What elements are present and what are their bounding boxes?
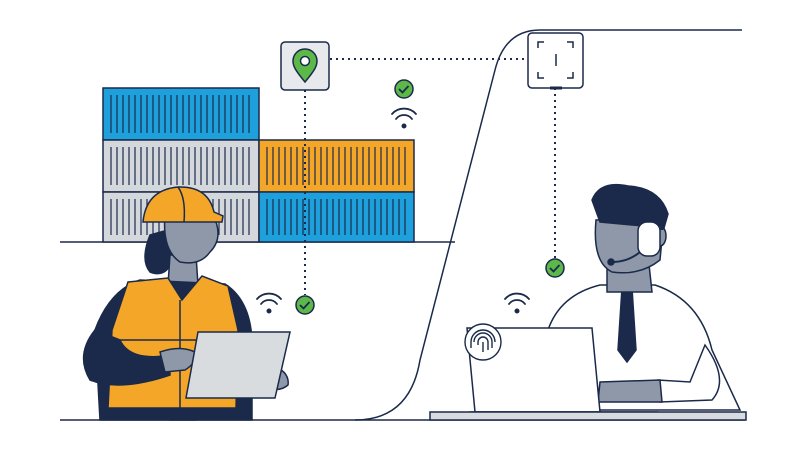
wifi-icon [256,292,282,314]
hard-hat [142,186,224,223]
headset [639,196,664,231]
check-circle-icon [545,258,565,278]
check-circle-icon [295,295,315,315]
check-circle-icon [394,79,414,99]
connection-lines [304,58,556,295]
face-scan-icon [537,41,574,79]
wifi-icon [391,107,417,129]
desk [429,411,747,421]
wifi-icon [504,292,530,314]
fingerprint-icon [464,323,502,361]
face-scan-device [527,32,584,90]
necktie [617,287,637,364]
room-divider-curve [354,29,742,421]
tablet [185,331,291,399]
location-pin-icon [292,48,318,84]
location-tile [280,41,330,91]
